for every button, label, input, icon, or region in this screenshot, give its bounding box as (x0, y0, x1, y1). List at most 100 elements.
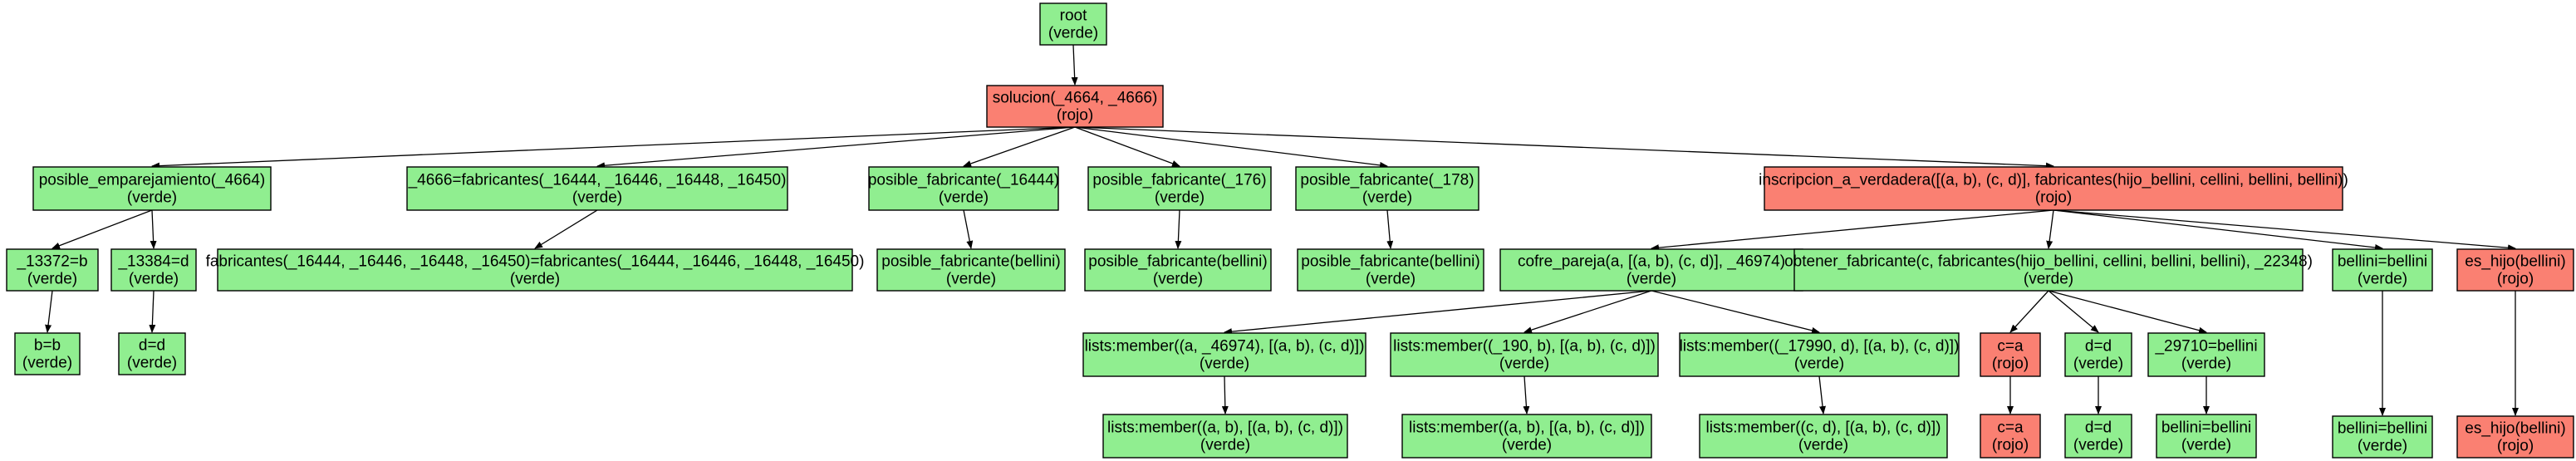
node-goal-label: posible_fabricante(_176) (1092, 172, 1266, 189)
node-status-label: (verde) (129, 271, 179, 288)
edge-member-a-46974-to-member-a-b (1221, 375, 1229, 414)
node-posible-fabricante-16444: posible_fabricante(_16444)(verde) (868, 166, 1059, 211)
edge-obtener-fabricante-to-c-eq-a-1 (2009, 290, 2049, 333)
node-box-rojo (986, 85, 1164, 128)
node-box-verde (217, 248, 853, 292)
node-goal-label: c=a (1997, 419, 2024, 437)
edge-arrow (2053, 209, 2516, 252)
node-box-verde (14, 332, 81, 375)
node-box-verde (1082, 332, 1367, 377)
node-goal-label: root (1060, 7, 1087, 25)
node-goal-label: lists:member((a, _46974), [(a, b), (c, d… (1085, 338, 1365, 356)
node-status-label: (rojo) (2035, 189, 2072, 207)
edge-solucion-to-posible-fabricante-16444 (963, 126, 1076, 167)
edge-inscripcion-to-obtener-fabricante (2046, 209, 2054, 249)
node-member-a-46974: lists:member((a, _46974), [(a, b), (c, d… (1082, 332, 1367, 377)
node-c-eq-a-2: c=a(rojo) (1980, 414, 2041, 459)
node-fabricantes-unify: fabricantes(_16444, _16446, _16448, _164… (206, 248, 865, 292)
node-status-label: (verde) (2024, 271, 2073, 288)
node-status-label: (rojo) (1992, 437, 2029, 454)
edge-eq-fabricantes-to-fabricantes-unify (534, 209, 598, 249)
node-goal-label: bellini=bellini (2338, 420, 2427, 438)
node-b-eq-b: b=b(verde) (14, 332, 81, 375)
node-goal-label: lists:member((a, b), [(a, b), (c, d)]) (1107, 419, 1343, 437)
node-member-17990-d: lists:member((_17990, d), [(a, b), (c, d… (1679, 332, 1960, 377)
node-status-label: (verde) (939, 189, 989, 207)
node-box-verde (1087, 166, 1272, 211)
node-pf-bellini-2: posible_fabricante(bellini)(verde) (1084, 248, 1272, 292)
edge-posible-fabricante-178-to-pf-bellini-3 (1386, 209, 1394, 249)
edge-cofre-pareja-to-member-17990-d (1651, 290, 1820, 334)
node-box-rojo (1764, 166, 2343, 211)
edge-arrow (534, 209, 598, 249)
node-status-label: (verde) (1502, 437, 1552, 454)
node-goal-label: d=d (2085, 419, 2112, 437)
node-status-label: (rojo) (1992, 356, 2029, 373)
node-pf-bellini-3: posible_fabricante(bellini)(verde) (1297, 248, 1484, 292)
node-box-rojo (2456, 415, 2574, 459)
node-status-label: (verde) (1794, 356, 1844, 373)
edge-arrow (1224, 290, 1652, 336)
node-box-verde (6, 248, 99, 292)
node-goal-label: lists:member((_190, b), [(a, b), (c, d)]… (1393, 338, 1656, 356)
node-posible-fabricante-176: posible_fabricante(_176)(verde) (1087, 166, 1272, 211)
node-goal-label: es_hijo(bellini) (2465, 420, 2565, 438)
node-box-verde (406, 166, 788, 211)
node-status-label: (verde) (510, 271, 560, 288)
node-goal-label: _4666=fabricantes(_16444, _16446, _16448… (408, 172, 787, 189)
edge-arrow (1818, 375, 1826, 414)
edge-posible-fabricante-176-to-pf-bellini-2 (1175, 209, 1182, 249)
edge-arrow (1651, 290, 1820, 334)
edge-arrow (596, 126, 1076, 169)
node-c-eq-a-1: c=a(rojo) (1980, 332, 2041, 377)
node-goal-label: posible_fabricante(bellini) (1301, 253, 1479, 271)
edge-arrow (1523, 375, 1530, 414)
edge-inscripcion-to-es-hijo-1 (2053, 209, 2516, 252)
edge-solucion-to-eq-fabricantes (596, 126, 1076, 169)
node-goal-label: fabricantes(_16444, _16446, _16448, _164… (206, 253, 865, 271)
node-box-rojo (2456, 248, 2574, 292)
node-member-a-b-2: lists:member((a, b), [(a, b), (c, d)])(v… (1401, 414, 1652, 459)
edge-arrow (2048, 290, 2207, 334)
node-goal-label: obtener_fabricante(c, fabricantes(hijo_b… (1784, 253, 2313, 271)
node-box-verde (1295, 166, 1479, 211)
edge-obtener-fabricante-to-d-eq-d-2 (2048, 290, 2099, 333)
edge-posible-fabricante-16444-to-pf-bellini-1 (963, 209, 974, 249)
node-goal-label: lists:member((a, b), [(a, b), (c, d)]) (1409, 419, 1645, 437)
node-box-verde (118, 332, 186, 375)
edge-obtener-fabricante-to-eq-29710 (2048, 290, 2207, 334)
node-box-verde (2064, 414, 2132, 459)
edge-arrow (1071, 44, 1078, 86)
node-goal-label: inscripcion_a_verdadera([(a, b), (c, d)]… (1759, 172, 2348, 189)
edge-cofre-pareja-to-member-a-46974 (1224, 290, 1652, 336)
node-solucion: solucion(_4664, _4666)(rojo) (986, 85, 1164, 128)
node-box-verde (1297, 248, 1484, 292)
node-box-verde (1084, 248, 1272, 292)
edge-posible-emparejamiento-to-eq-13372 (52, 209, 153, 249)
node-goal-label: bellini=bellini (2161, 419, 2251, 437)
node-status-label: (verde) (2073, 437, 2123, 454)
edge-cofre-pareja-to-member-190-b (1524, 290, 1652, 334)
node-box-verde (110, 248, 197, 292)
node-status-label: (verde) (22, 355, 72, 372)
node-eq-13384: _13384=d(verde) (110, 248, 197, 292)
node-box-rojo (1980, 332, 2041, 377)
edge-solucion-to-posible-fabricante-176 (1074, 126, 1180, 167)
node-goal-label: d=d (139, 337, 165, 355)
node-box-verde (1039, 2, 1107, 46)
edge-arrow (150, 209, 157, 249)
edge-arrow (52, 209, 153, 249)
node-goal-label: solucion(_4664, _4666) (993, 90, 1158, 107)
edge-inscripcion-to-bellini-eq-1 (2053, 209, 2383, 251)
node-box-verde (876, 248, 1066, 292)
node-goal-label: d=d (2085, 338, 2112, 356)
edge-posible-emparejamiento-to-eq-13384 (150, 209, 157, 249)
node-box-verde (2332, 415, 2433, 459)
node-status-label: (verde) (127, 355, 177, 372)
node-goal-label: _13384=d (117, 253, 189, 271)
node-box-verde (2064, 332, 2132, 377)
node-status-label: (rojo) (2497, 438, 2534, 455)
node-bellini-eq-1: bellini=bellini(verde) (2332, 248, 2433, 292)
node-eq-29710: _29710=bellini(verde) (2147, 332, 2265, 377)
edge-arrow (2053, 209, 2383, 251)
